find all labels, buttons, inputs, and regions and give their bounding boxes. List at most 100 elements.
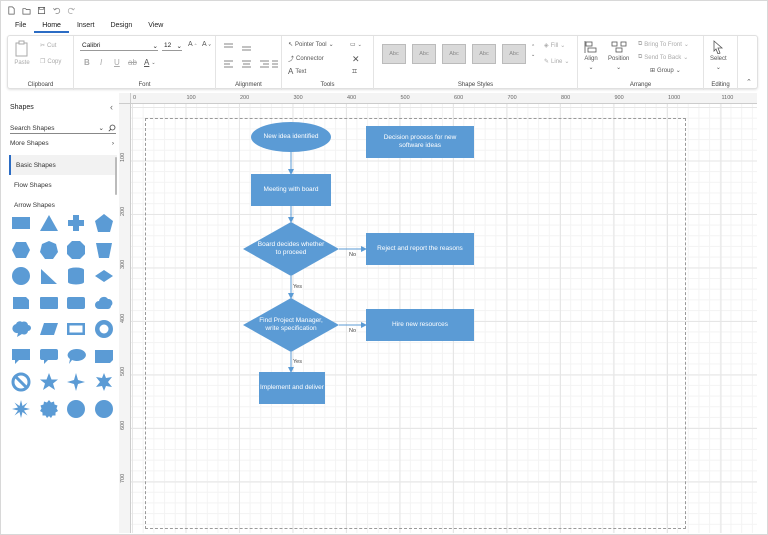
connector-label-no: No — [349, 252, 357, 258]
alignment-icons[interactable] — [222, 41, 278, 71]
send-to-back-button[interactable]: ⧉Send To Back⌄ — [638, 54, 689, 61]
palette-shape-rounded-callout[interactable] — [37, 344, 61, 368]
position-button[interactable]: Position⌄ — [608, 40, 629, 71]
new-file-icon[interactable] — [7, 6, 16, 17]
palette-shape-rectangle[interactable] — [9, 211, 33, 235]
palette-shape-parallelogram[interactable] — [37, 317, 61, 341]
style-swatch-5[interactable]: Abc — [502, 44, 526, 64]
font-family-select[interactable]: Calibri⌄ — [80, 42, 158, 51]
style-swatch-3[interactable]: Abc — [442, 44, 466, 64]
diagram-page[interactable]: New idea identified Decision process for… — [131, 104, 757, 533]
chevron-down-icon: ⌄ — [357, 41, 362, 48]
category-arrow-shapes[interactable]: Arrow Shapes — [14, 201, 55, 209]
palette-shape-ellipse[interactable] — [9, 264, 33, 288]
palette-shape-frame[interactable] — [64, 317, 88, 341]
palette-shape-oval-callout[interactable] — [64, 344, 88, 368]
palette-shape-circle[interactable] — [64, 397, 88, 421]
tab-file[interactable]: File — [15, 22, 27, 29]
node-decide[interactable]: Board decides whether to proceed — [243, 222, 339, 276]
underline-button[interactable]: U — [114, 58, 120, 67]
style-swatch-4[interactable]: Abc — [472, 44, 496, 64]
node-implement[interactable]: Implement and deliver — [259, 372, 325, 404]
category-basic-shapes[interactable]: Basic Shapes — [9, 155, 117, 175]
chevron-down-icon: ⌄ — [715, 65, 721, 71]
palette-shape-heptagon[interactable] — [37, 238, 61, 262]
style-swatch-2[interactable]: Abc — [412, 44, 436, 64]
more-shapes-button[interactable]: More Shapes› — [10, 140, 114, 147]
palette-shape-star-burst[interactable] — [9, 317, 33, 341]
delete-button[interactable]: ✕ — [352, 54, 360, 65]
redo-icon[interactable] — [67, 6, 76, 17]
palette-shape-star-4[interactable] — [64, 370, 88, 394]
bold-button[interactable]: B — [84, 58, 90, 67]
styles-scroll[interactable]: ⌃⌄ — [531, 44, 536, 58]
font-color-button[interactable]: A⌄ — [144, 58, 156, 67]
italic-button[interactable]: I — [100, 58, 103, 67]
select-button[interactable]: Select⌄ — [710, 40, 727, 71]
bring-to-front-button[interactable]: ⧉Bring To Front⌄ — [638, 41, 689, 48]
menu-tabs: File Home Insert Design View — [7, 20, 171, 33]
palette-shape-right-triangle[interactable] — [37, 264, 61, 288]
node-hire[interactable]: Hire new resources — [366, 309, 474, 341]
palette-shape-cylinder[interactable] — [64, 264, 88, 288]
palette-shape-plus[interactable] — [64, 211, 88, 235]
palette-shape-folded-rectangle[interactable] — [92, 344, 116, 368]
tab-home[interactable]: Home — [34, 20, 69, 33]
tab-view[interactable]: View — [148, 22, 164, 29]
connector-button[interactable]: ⤴Connector — [288, 55, 324, 64]
ruler-tick-label: 100 — [186, 95, 196, 101]
palette-shape-pentagon[interactable] — [92, 211, 116, 235]
palette-shape-rectangle-callout[interactable] — [9, 344, 33, 368]
palette-shape-cloud[interactable] — [92, 291, 116, 315]
tab-insert[interactable]: Insert — [76, 22, 95, 29]
panel-scrollbar[interactable] — [115, 157, 117, 195]
palette-shape-hexagon[interactable] — [9, 238, 33, 262]
font-size-select[interactable]: 12⌄ — [162, 42, 182, 51]
node-meeting[interactable]: Meeting with board — [251, 174, 331, 206]
pointer-tool-button[interactable]: ↖Pointer Tool⌄ — [288, 41, 334, 49]
palette-shape-no-symbol[interactable] — [9, 370, 33, 394]
palette-shape-star-5[interactable] — [37, 370, 61, 394]
save-icon[interactable] — [37, 6, 46, 17]
search-icon[interactable] — [108, 124, 116, 132]
crop-button[interactable]: ⌗ — [352, 66, 357, 77]
circle-icon — [67, 399, 85, 418]
palette-shape-snip-rectangle[interactable] — [37, 291, 61, 315]
node-note[interactable]: Decision process for new software ideas — [366, 126, 474, 158]
node-reject[interactable]: Reject and report the reasons — [366, 233, 474, 265]
search-shapes-input[interactable]: Search Shapes ⌄ — [10, 123, 116, 134]
style-swatch-1[interactable]: Abc — [382, 44, 406, 64]
align-button[interactable]: Align⌄ — [584, 40, 598, 71]
copy-button[interactable]: ❐Copy — [40, 58, 62, 66]
cut-button[interactable]: ✂Cut — [40, 42, 57, 50]
palette-shape-diamond[interactable] — [92, 264, 116, 288]
palette-shape-rounded-rectangle[interactable] — [9, 291, 33, 315]
palette-shape-trapezoid[interactable] — [92, 238, 116, 262]
palette-shape-star-8[interactable] — [9, 397, 33, 421]
palette-shape-triangle[interactable] — [37, 211, 61, 235]
collapse-ribbon-button[interactable]: ⌃ — [746, 78, 752, 86]
grow-font-button[interactable]: A^ — [188, 41, 197, 48]
palette-shape-donut[interactable] — [92, 317, 116, 341]
category-flow-shapes[interactable]: Flow Shapes — [14, 181, 52, 189]
palette-shape-circle-solid[interactable] — [92, 397, 116, 421]
node-start[interactable]: New idea identified — [251, 122, 331, 152]
tab-design[interactable]: Design — [110, 22, 133, 29]
fill-button[interactable]: ◈Fill⌄ — [544, 42, 566, 50]
shape-tool-button[interactable]: ▭⌄ — [350, 41, 362, 49]
open-folder-icon[interactable] — [22, 6, 31, 17]
palette-shape-octagon[interactable] — [64, 238, 88, 262]
palette-shape-seal[interactable] — [37, 397, 61, 421]
paste-button[interactable]: Paste — [14, 40, 30, 66]
line-button[interactable]: ✎Line⌄ — [544, 58, 570, 66]
node-findpm[interactable]: Find Project Manager, write specificatio… — [243, 298, 339, 352]
group-button[interactable]: ⊞Group⌄ — [650, 67, 681, 75]
strikethrough-button[interactable]: ab — [128, 58, 137, 67]
undo-icon[interactable] — [52, 6, 61, 17]
collapse-panel-button[interactable]: ‹ — [110, 102, 113, 112]
palette-shape-star-6[interactable] — [92, 370, 116, 394]
palette-shape-round-rectangle[interactable] — [64, 291, 88, 315]
